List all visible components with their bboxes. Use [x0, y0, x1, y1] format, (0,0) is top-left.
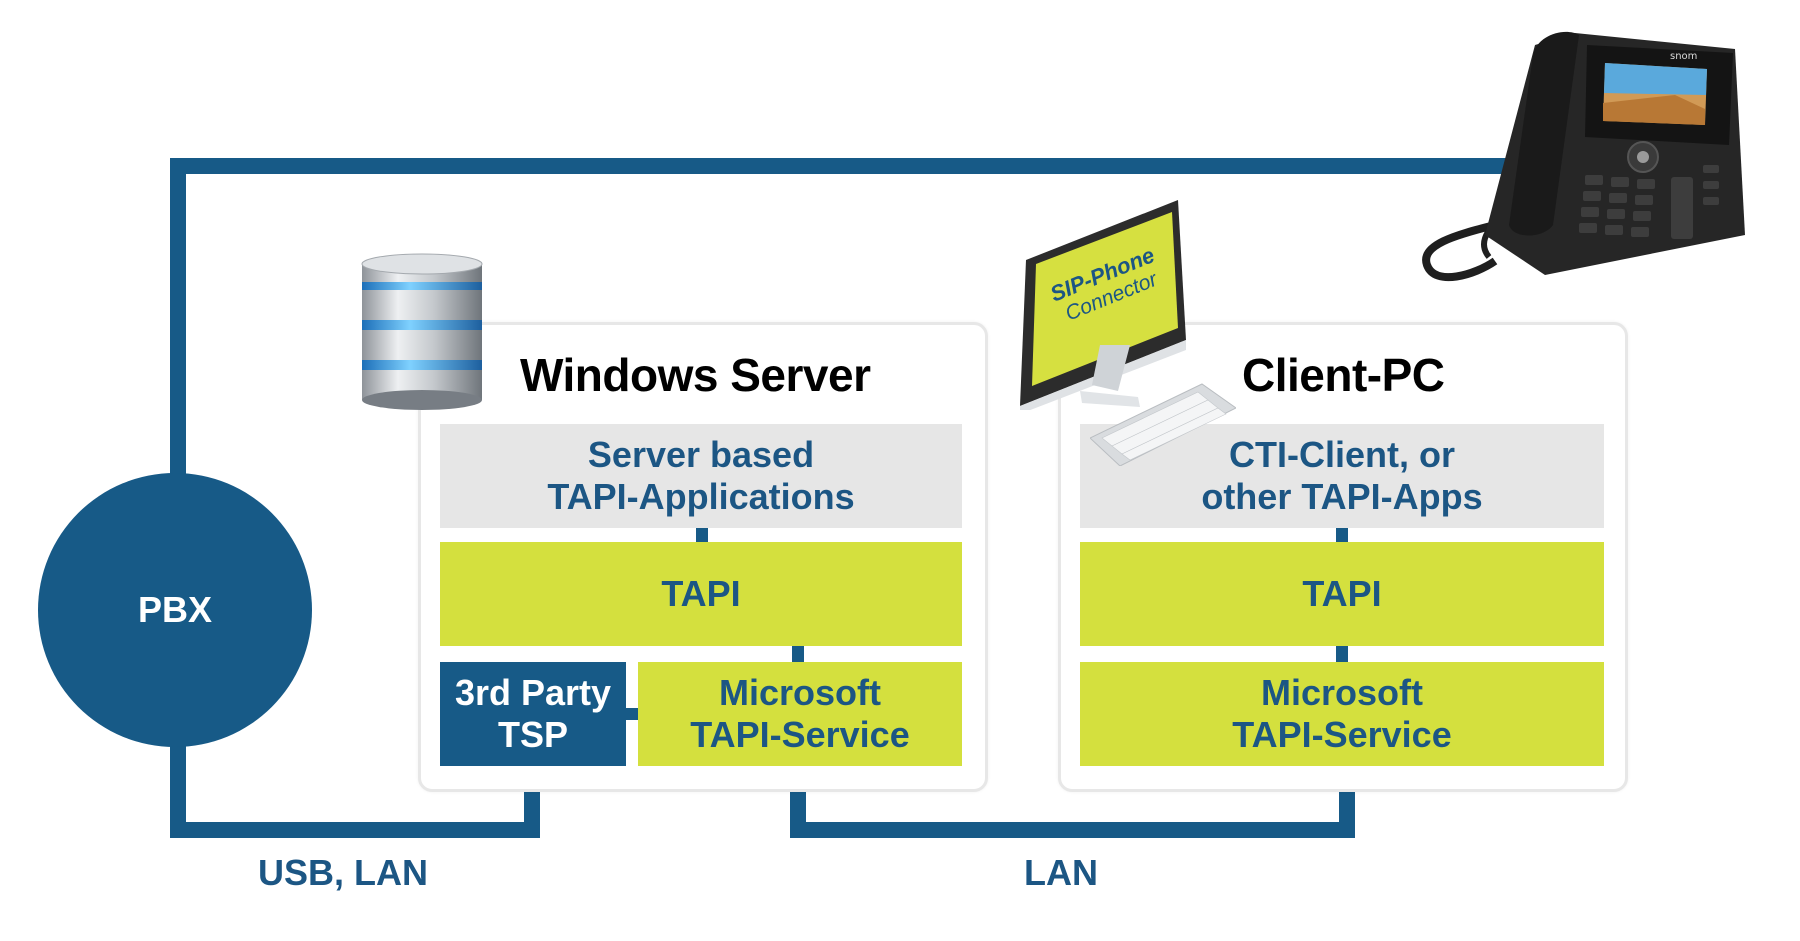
usb-lan-label: USB, LAN: [258, 852, 428, 893]
windows-server-title: Windows Server: [520, 349, 871, 401]
pbx-label: PBX: [137, 589, 213, 630]
client-pc-title: Client-PC: [1242, 349, 1445, 401]
pbx-node: PBX: [38, 473, 312, 747]
third-party-tsp-box: 3rd Party TSP: [440, 662, 626, 766]
line-top: [170, 158, 1530, 174]
monitor-stand-icon: [1080, 345, 1140, 407]
client-tapi-box: TAPI: [1080, 542, 1604, 646]
phone-brand: snom: [1670, 51, 1697, 62]
line-bottom-lan: [790, 822, 1355, 838]
keyboard-icon: [1090, 383, 1236, 466]
line-bottom-usb: [170, 822, 540, 838]
client-tapi-service-connector: [1336, 646, 1348, 662]
client-tapi-service-box: Microsoft TAPI-Service: [1080, 662, 1604, 766]
lan-label: LAN: [1024, 852, 1098, 893]
server-tapi-service-box: Microsoft TAPI-Service: [638, 662, 962, 766]
server-apps-box: Server based TAPI-Applications: [440, 424, 962, 528]
server-tapi-box: TAPI: [440, 542, 962, 646]
tsp-service-connector: [626, 708, 638, 720]
database-server-icon: [361, 253, 483, 410]
server-apps-tapi-connector: [696, 528, 708, 542]
client-apps-tapi-connector: [1336, 528, 1348, 542]
desk-phone-icon: snom: [1422, 31, 1745, 282]
server-tapi-service-connector: [792, 646, 804, 662]
